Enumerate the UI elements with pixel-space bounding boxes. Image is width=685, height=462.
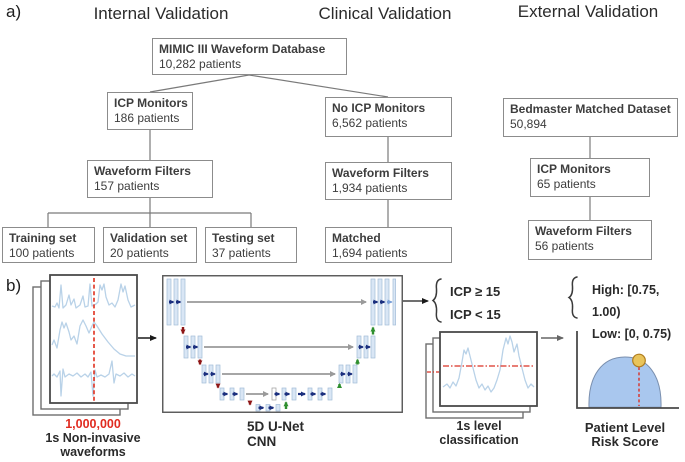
box-waveform-filters-internal: Waveform Filters 157 patients — [87, 160, 213, 198]
box-waveform-filters-clinical: Waveform Filters 1,934 patients — [325, 162, 452, 200]
risk-range-label: High: [0.75, 1.00) Low: [0, 0.75) — [592, 283, 672, 341]
icp-threshold-label: ICP ≥ 15 ICP < 15 — [450, 284, 501, 322]
patient-score-marker — [632, 353, 646, 368]
risk-score-label: Patient Level Risk Score — [584, 420, 666, 449]
classification-card-stack — [425, 331, 538, 419]
risk-range-brace — [567, 276, 578, 319]
box-icp-monitors-internal: ICP Monitors 186 patients — [107, 92, 193, 130]
header-clinical-validation: Clinical Validation — [318, 4, 452, 23]
header-external-validation: External Validation — [517, 2, 659, 21]
box-mimic-database: MIMIC III Waveform Database 10,282 patie… — [152, 38, 347, 75]
header-internal-validation: Internal Validation — [93, 4, 229, 23]
input-count: 1,000,000 — [65, 417, 121, 431]
box-training-set: Training set 100 patients — [2, 227, 95, 263]
box-icp-monitors-external: ICP Monitors 65 patients — [530, 158, 650, 197]
input-waveforms-label: 1,000,000 1s Non-invasive waveforms — [23, 417, 163, 459]
panel-a-label: a) — [6, 2, 22, 21]
box-matched: Matched 1,694 patients — [325, 227, 452, 263]
box-waveform-filters-external: Waveform Filters 56 patients — [528, 220, 652, 260]
box-no-icp-monitors: No ICP Monitors 6,562 patients — [325, 97, 452, 137]
unet-diagram — [162, 275, 403, 413]
input-waveform-stack — [32, 274, 138, 416]
threshold-brace — [431, 278, 442, 323]
panel-b-label: b) — [6, 276, 22, 295]
unet-label: 5D U-Net CNN — [247, 419, 305, 449]
risk-distribution-dome — [588, 356, 662, 408]
classification-label: 1s level classification — [439, 419, 519, 447]
box-bedmaster-dataset: Bedmaster Matched Dataset 50,894 — [503, 98, 678, 137]
box-validation-set: Validation set 20 patients — [103, 227, 197, 263]
box-testing-set: Testing set 37 patients — [205, 227, 297, 263]
